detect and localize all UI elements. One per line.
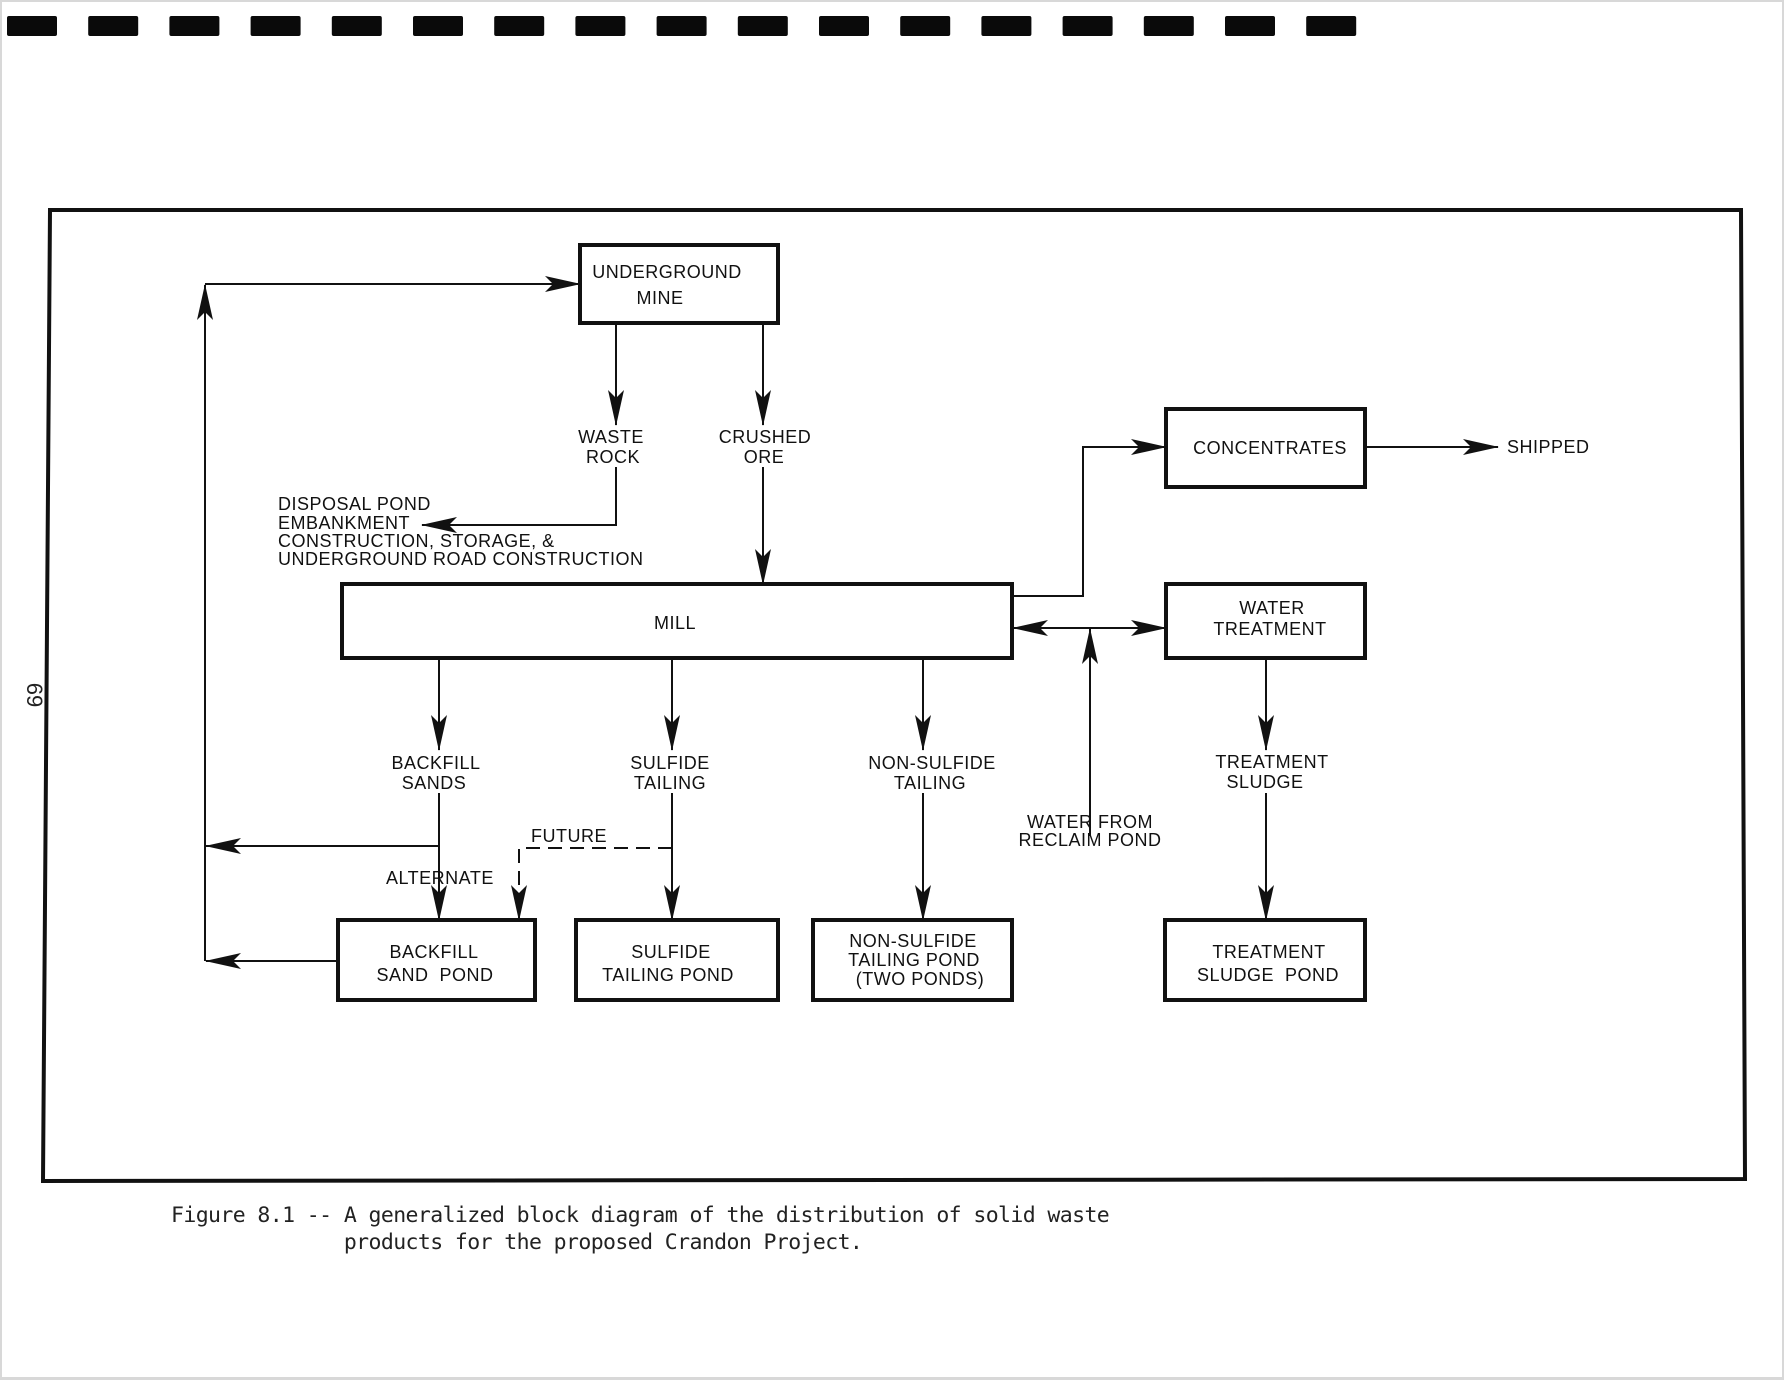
node-sulfide-tailing-pond-line1: SULFIDE [631, 942, 711, 962]
page-edge-top [0, 0, 1784, 2]
binding-mark [656, 16, 707, 36]
node-backfill-sand-pond-line2: SAND POND [376, 965, 493, 985]
label-disposal-line3: CONSTRUCTION, STORAGE, & [278, 531, 555, 551]
node-mill: MILL [654, 613, 696, 633]
box-underground-mine [578, 243, 780, 325]
page-edge-left [0, 0, 2, 1380]
node-non-sulfide-pond-line3: (TWO PONDS) [856, 969, 985, 989]
caption-line1: Figure 8.1 -- A generalized block diagra… [171, 1203, 1110, 1228]
binding-mark [169, 16, 220, 36]
label-sulfide-tailing-line1: SULFIDE [630, 753, 710, 773]
edge-sulfide-future [511, 847, 672, 921]
binding-mark [88, 16, 139, 36]
label-disposal-line2: EMBANKMENT [278, 513, 410, 533]
node-underground-mine-line2: MINE [637, 288, 684, 308]
figure-frame [40, 208, 1748, 1184]
label-backfill-sands-line1: BACKFILL [391, 753, 480, 773]
binding-mark [737, 16, 788, 36]
box-non-sulfide-tailing-pond [811, 918, 1014, 1002]
binding-mark [250, 16, 301, 36]
node-underground-mine-line1: UNDERGROUND [592, 262, 742, 282]
label-treatment-sludge-line1: TREATMENT [1215, 752, 1328, 772]
binding-mark [819, 16, 869, 36]
label-sulfide-tailing-line2: TAILING [634, 773, 706, 793]
page-edge-right [1782, 0, 1784, 1380]
binding-marks [7, 16, 1357, 36]
page-edge-bottom [0, 1377, 1784, 1380]
label-disposal-line1: DISPOSAL POND [278, 494, 431, 514]
binding-mark [1143, 16, 1194, 36]
binding-mark [331, 16, 382, 36]
node-treatment-sludge-pond-line1: TREATMENT [1212, 942, 1325, 962]
label-future: FUTURE [531, 826, 607, 846]
label-alternate: ALTERNATE [386, 868, 494, 888]
label-disposal-line4: UNDERGROUND ROAD CONSTRUCTION [278, 549, 644, 569]
edge-mill-concentrates [1012, 439, 1167, 597]
label-waste-rock-line2: ROCK [586, 447, 640, 467]
edge-waste-rock-disposal [421, 467, 617, 533]
binding-mark [413, 16, 463, 36]
caption-line2: products for the proposed Crandon Projec… [171, 1230, 863, 1255]
label-non-sulfide-tailing-line1: NON-SULFIDE [868, 753, 996, 773]
label-backfill-sands-line2: SANDS [402, 773, 467, 793]
binding-mark [900, 16, 951, 36]
page-number: 69 [22, 682, 47, 708]
figure-caption: Figure 8.1 -- A generalized block diagra… [171, 1202, 1110, 1256]
binding-mark [7, 16, 57, 36]
node-water-treatment-line1: WATER [1239, 598, 1305, 618]
binding-mark [494, 16, 545, 36]
binding-mark [575, 16, 626, 36]
node-non-sulfide-pond-line1: NON-SULFIDE [849, 931, 977, 951]
node-concentrates: CONCENTRATES [1193, 438, 1347, 458]
label-shipped: SHIPPED [1507, 437, 1590, 457]
node-treatment-sludge-pond-line2: SLUDGE POND [1197, 965, 1339, 985]
node-non-sulfide-pond-line2: TAILING POND [848, 950, 980, 970]
label-crushed-ore-line2: ORE [744, 447, 785, 467]
label-crushed-ore-line1: CRUSHED [719, 427, 812, 447]
label-treatment-sludge-line2: SLUDGE [1226, 772, 1303, 792]
label-water-from-reclaim-line1: WATER FROM [1027, 812, 1153, 832]
label-waste-rock-line1: WASTE [578, 427, 644, 447]
binding-mark [981, 16, 1032, 36]
binding-mark [1225, 16, 1275, 36]
binding-mark [1306, 16, 1357, 36]
node-sulfide-tailing-pond-line2: TAILING POND [602, 965, 734, 985]
binding-mark [1062, 16, 1113, 36]
label-non-sulfide-tailing-line2: TAILING [894, 773, 966, 793]
label-water-from-reclaim-line2: RECLAIM POND [1018, 830, 1161, 850]
node-backfill-sand-pond-line1: BACKFILL [389, 942, 478, 962]
node-water-treatment-line2: TREATMENT [1213, 619, 1326, 639]
